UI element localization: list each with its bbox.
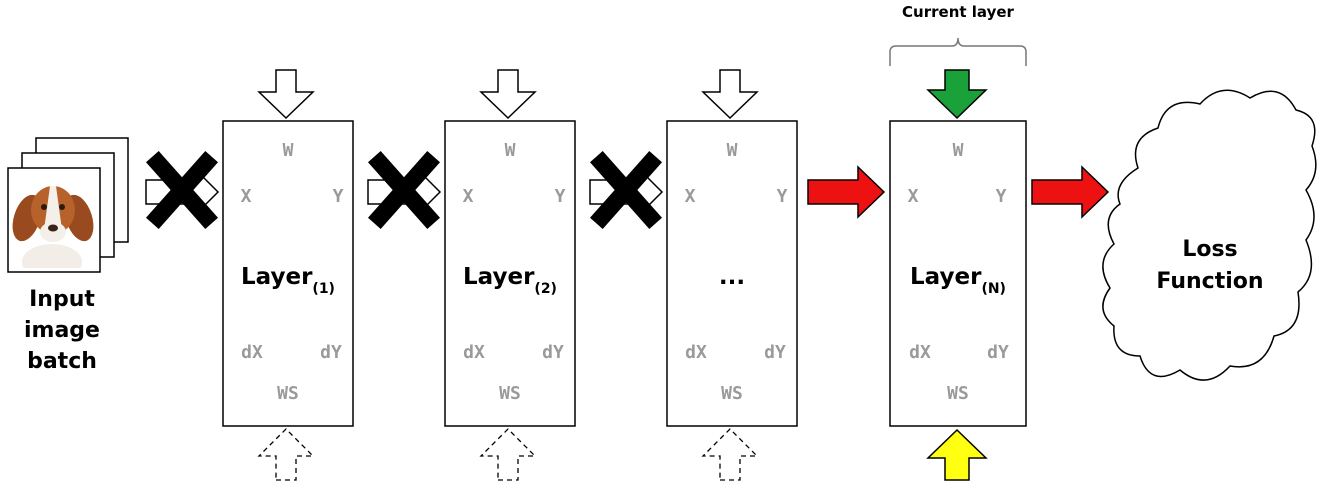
- dog-image-icon: [7, 167, 101, 273]
- layer-n-dx: dX: [909, 342, 931, 363]
- weight-input-arrow-2: [479, 69, 537, 120]
- layer-2-dy: dY: [542, 342, 564, 363]
- layer-3-title: ...: [719, 264, 745, 290]
- gradient-arrow-2: [479, 428, 537, 481]
- weight-input-arrow-1: [257, 69, 315, 120]
- gradient-arrow-1: [257, 428, 315, 481]
- layer-2-dx: dX: [463, 342, 485, 363]
- weight-input-arrow-3: [701, 69, 759, 120]
- gradient-arrow-current: [926, 428, 988, 481]
- layer-1-w: W: [283, 140, 294, 161]
- cross-icon: [367, 150, 441, 230]
- input-label-line-1: Input: [29, 287, 95, 312]
- layer-n-dy: dY: [987, 342, 1009, 363]
- weight-input-arrow-current: [926, 69, 988, 120]
- layer-2-ws: WS: [499, 383, 521, 404]
- layer-2-w: W: [505, 140, 516, 161]
- layer-3-x: X: [685, 186, 696, 207]
- layer-box-current: W X Y Layer(N) dX dY WS: [889, 69, 1027, 481]
- layer-2-y: Y: [555, 186, 566, 207]
- blocked-arrow-3: [589, 150, 664, 230]
- layer-3-dx: dX: [685, 342, 707, 363]
- layer-n-y: Y: [996, 186, 1007, 207]
- input-image-stack: Input image batch: [7, 137, 129, 374]
- layer-box-1: W X Y Layer(1) dX dY WS: [222, 69, 354, 481]
- layer-1-x: X: [241, 186, 252, 207]
- layer-n-x: X: [908, 186, 919, 207]
- layer-3-w: W: [727, 140, 738, 161]
- layer-n-ws: WS: [947, 383, 969, 404]
- layer-n-w: W: [953, 140, 964, 161]
- input-label-line-3: batch: [27, 349, 97, 374]
- layer-1-y: Y: [333, 186, 344, 207]
- layer-1-dx: dX: [241, 342, 263, 363]
- loss-function-cloud: Loss Function: [1102, 89, 1317, 381]
- gradient-arrow-3: [701, 428, 759, 481]
- layer-2-x: X: [463, 186, 474, 207]
- layer-box-3: W X Y ... dX dY WS: [666, 69, 798, 481]
- layer-1-dy: dY: [320, 342, 342, 363]
- loss-label-line-1: Loss: [1182, 237, 1237, 262]
- layer-box-2: W X Y Layer(2) dX dY WS: [444, 69, 576, 481]
- layer-n-title: Layer(N): [910, 264, 1006, 297]
- blocked-arrow-1: [145, 150, 220, 230]
- layer-1-ws: WS: [277, 383, 299, 404]
- cross-icon: [145, 150, 219, 230]
- forward-arrow-to-current: [807, 165, 886, 219]
- blocked-arrow-2: [367, 150, 442, 230]
- layer-2-title: Layer(2): [463, 264, 557, 297]
- forward-arrow-to-loss: [1031, 165, 1110, 219]
- input-label-line-2: image: [24, 318, 100, 343]
- loss-label-line-2: Function: [1156, 269, 1263, 294]
- layer-3-y: Y: [777, 186, 788, 207]
- cloud-shape-icon: [1102, 89, 1317, 381]
- current-layer-label: Current layer: [902, 3, 1014, 21]
- layer-3-ws: WS: [721, 383, 743, 404]
- layer-1-title: Layer(1): [241, 264, 335, 297]
- layer-3-dy: dY: [764, 342, 786, 363]
- cross-icon: [589, 150, 663, 230]
- current-layer-marker: Current layer: [889, 3, 1027, 66]
